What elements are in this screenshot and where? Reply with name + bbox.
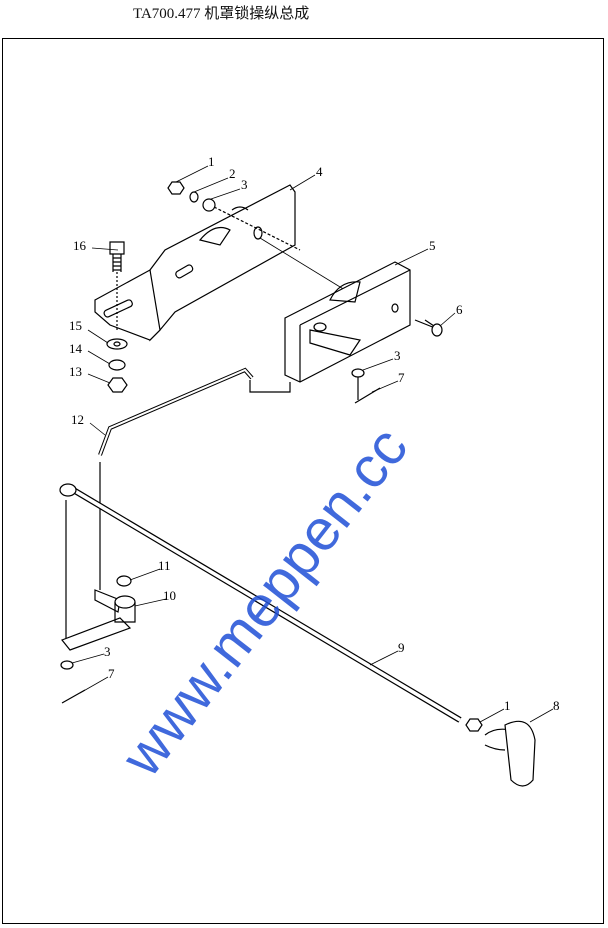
washer-part-3 bbox=[202, 198, 216, 212]
callout-6: 6 bbox=[456, 302, 463, 317]
callout-3b: 3 bbox=[394, 348, 401, 363]
callout-5: 5 bbox=[429, 238, 436, 253]
callout-7: 7 bbox=[398, 370, 405, 385]
callout-9: 9 bbox=[398, 640, 405, 655]
callout-12: 12 bbox=[71, 412, 84, 427]
bracket-part-4 bbox=[94, 184, 296, 342]
callout-14: 14 bbox=[69, 341, 83, 356]
callout-4: 4 bbox=[316, 164, 323, 179]
watermark: www.meppen.cc bbox=[108, 415, 420, 789]
clip-part-11 bbox=[116, 575, 132, 587]
callout-3c: 3 bbox=[104, 644, 111, 659]
callout-1: 1 bbox=[208, 154, 215, 169]
lock-washer-part-14 bbox=[108, 359, 126, 371]
callout-2: 2 bbox=[229, 166, 236, 181]
drawing-title: TA700.477 机罩锁操纵总成 bbox=[133, 6, 310, 22]
nut-part-13 bbox=[107, 377, 128, 393]
callout-10: 10 bbox=[163, 588, 176, 603]
callout-15: 15 bbox=[69, 318, 82, 333]
callout-11: 11 bbox=[158, 558, 171, 573]
callout-16: 16 bbox=[73, 238, 87, 253]
washer-part-15 bbox=[106, 338, 128, 350]
callout-1b: 1 bbox=[504, 698, 511, 713]
nut-part-1 bbox=[167, 181, 185, 195]
callout-3: 3 bbox=[241, 177, 248, 192]
callout-7b: 7 bbox=[108, 666, 115, 681]
drawing-frame bbox=[2, 38, 604, 924]
lock-part-5 bbox=[249, 261, 411, 393]
knob-part-8 bbox=[504, 720, 536, 787]
callout-8: 8 bbox=[553, 698, 560, 713]
lock-washer-part-2 bbox=[189, 191, 199, 203]
callout-13: 13 bbox=[69, 364, 82, 379]
bolt-part-16 bbox=[109, 241, 125, 330]
lever-part-10 bbox=[61, 589, 136, 651]
